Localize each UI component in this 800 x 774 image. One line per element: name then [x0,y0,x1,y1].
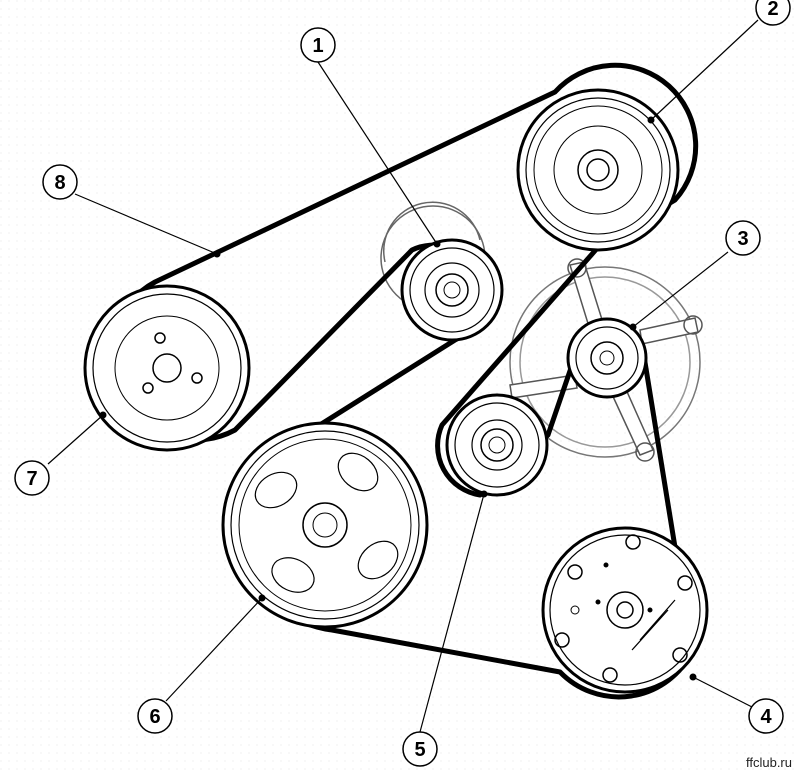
idler-pulley [400,238,504,342]
callout-6: 6 [137,698,173,734]
callout-8: 8 [42,164,78,200]
callout-1: 1 [300,27,336,63]
callout-1-label: 1 [312,35,323,57]
water-pump-pulley [83,284,251,452]
alternator-pulley [516,88,680,252]
ac-compressor-pulley [541,526,709,694]
callout-5-label: 5 [414,739,425,761]
leader-lines [47,19,759,733]
callout-4: 4 [748,698,784,734]
callout-3: 3 [725,220,761,256]
crankshaft-pulley [221,421,429,629]
callout-3-label: 3 [737,228,748,250]
watermark: ffclub.ru [745,755,792,770]
callout-4-label: 4 [760,706,772,728]
drive-belt [108,62,699,700]
lower-idler-pulley [445,393,549,497]
callout-7-label: 7 [26,468,37,490]
leader-dots [99,116,697,681]
callout-7: 7 [14,460,50,496]
callout-2-label: 2 [767,0,778,20]
callout-5: 5 [402,731,438,767]
tensioner-assembly [509,258,703,462]
tensioner-pulley [566,317,648,399]
callout-8-label: 8 [54,172,65,194]
callout-2: 2 [755,0,791,26]
callout-6-label: 6 [149,706,160,728]
